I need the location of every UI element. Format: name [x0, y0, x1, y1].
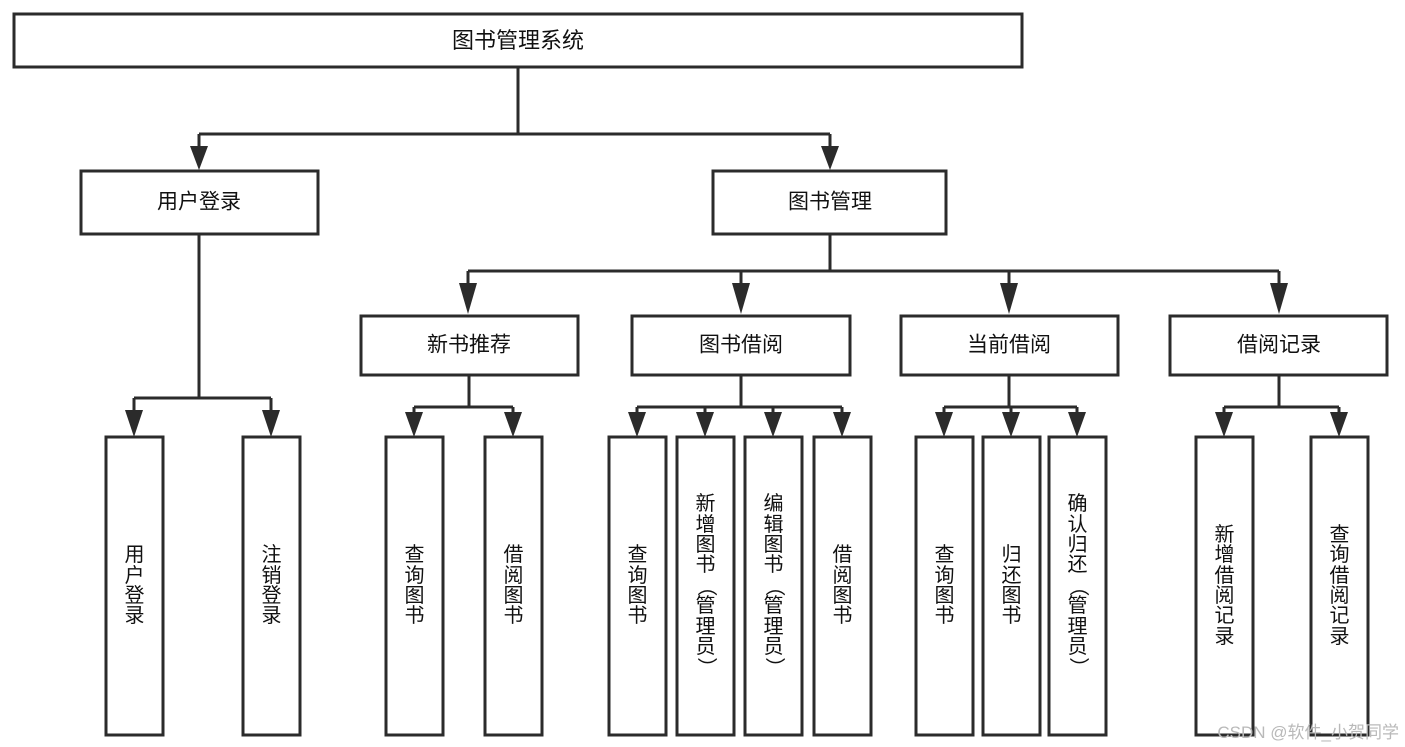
- node-leaf-query-book-1-box[interactable]: [384, 435, 445, 737]
- arrowhead-leaf-query-book-3: [935, 412, 953, 437]
- node-borrow-record[interactable]: 借阅记录: [1168, 314, 1389, 377]
- arrowhead-user-login: [190, 146, 208, 170]
- arrowhead-leaf-edit-book: [764, 412, 782, 437]
- arrowhead-leaf-confirm-return: [1068, 412, 1086, 437]
- node-leaf-logout-login-box[interactable]: [241, 435, 302, 737]
- node-leaf-return-book-box[interactable]: [981, 435, 1042, 737]
- node-leaf-add-book-box[interactable]: [675, 435, 736, 737]
- node-leaf-query-book-3-box[interactable]: [914, 435, 975, 737]
- node-current-borrow-label: 当前借阅: [967, 334, 1051, 357]
- arrowhead-current-borrow: [1000, 283, 1018, 314]
- arrowhead-leaf-return-book: [1002, 412, 1020, 437]
- arrowhead-new-book-recommend: [459, 283, 477, 314]
- node-root[interactable]: 图书管理系统: [12, 12, 1024, 69]
- node-new-book-recommend-box[interactable]: [359, 314, 580, 377]
- node-leaf-add-record-box[interactable]: [1194, 435, 1255, 737]
- node-leaf-query-book-2-box[interactable]: [607, 435, 668, 737]
- node-root-box[interactable]: [12, 12, 1024, 69]
- arrowhead-leaf-borrow-book-1: [504, 412, 522, 437]
- node-leaf-edit-book-box[interactable]: [743, 435, 804, 737]
- node-root-label: 图书管理系统: [452, 28, 584, 53]
- node-current-borrow-box[interactable]: [899, 314, 1120, 377]
- arrowhead-leaf-query-book-1: [405, 412, 423, 437]
- node-borrow-record-label: 借阅记录: [1237, 334, 1321, 357]
- arrowhead-leaf-query-record: [1330, 412, 1348, 437]
- arrowhead-book-borrow: [732, 283, 750, 314]
- node-leaf-query-record-box[interactable]: [1309, 435, 1370, 737]
- node-book-borrow-label: 图书借阅: [699, 334, 783, 357]
- node-user-login[interactable]: 用户登录: [79, 169, 320, 236]
- arrowhead-borrow-record: [1270, 283, 1288, 314]
- node-leaf-borrow-book-1-box[interactable]: [483, 435, 544, 737]
- node-leaf-confirm-return-box[interactable]: [1047, 435, 1108, 737]
- node-current-borrow[interactable]: 当前借阅: [899, 314, 1120, 377]
- arrowhead-leaf-borrow-book-2: [833, 412, 851, 437]
- node-user-login-label: 用户登录: [157, 191, 241, 214]
- node-book-management[interactable]: 图书管理: [711, 169, 948, 236]
- node-new-book-recommend-label: 新书推荐: [427, 334, 511, 357]
- node-book-management-label: 图书管理: [788, 191, 872, 214]
- node-borrow-record-box[interactable]: [1168, 314, 1389, 377]
- node-new-book-recommend[interactable]: 新书推荐: [359, 314, 580, 377]
- node-leaf-borrow-book-2-box[interactable]: [812, 435, 873, 737]
- node-book-management-box[interactable]: [711, 169, 948, 236]
- arrowhead-leaf-add-book: [696, 412, 714, 437]
- arrowhead-leaf-logout-login: [262, 410, 280, 437]
- arrowhead-leaf-query-book-2: [628, 412, 646, 437]
- arrowhead-leaf-add-record: [1215, 412, 1233, 437]
- arrowhead-book-management: [821, 146, 839, 170]
- node-leaf-user-login-box[interactable]: [104, 435, 165, 737]
- node-book-borrow-box[interactable]: [630, 314, 852, 377]
- node-book-borrow[interactable]: 图书借阅: [630, 314, 852, 377]
- arrowhead-leaf-user-login: [125, 410, 143, 437]
